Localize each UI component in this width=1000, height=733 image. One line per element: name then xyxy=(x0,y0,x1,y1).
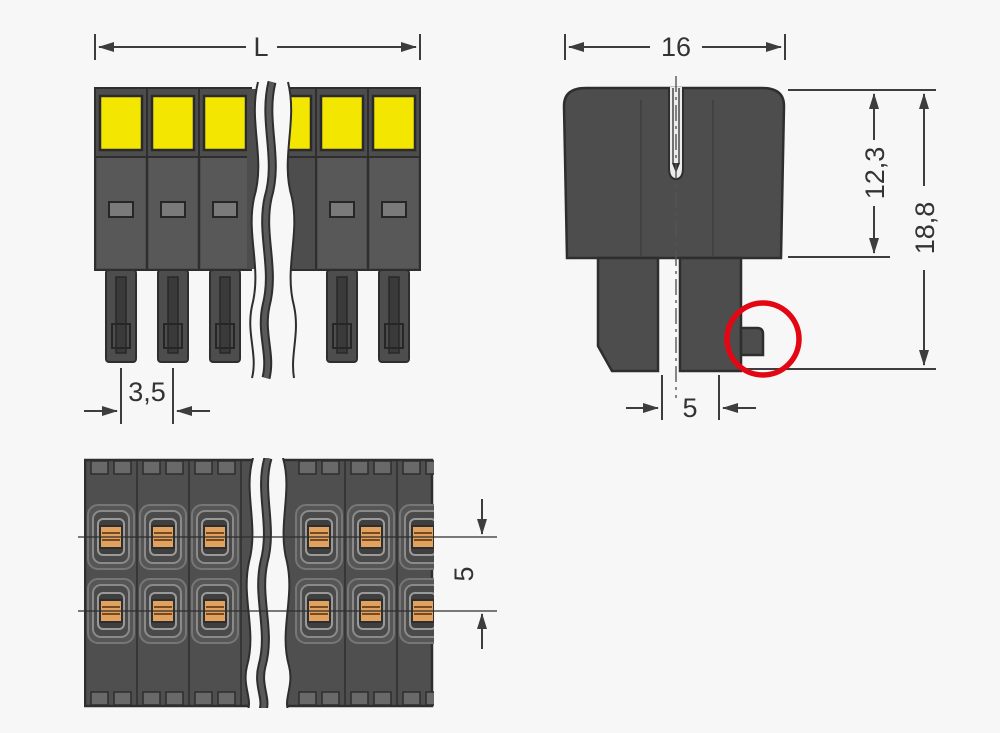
dim-label-pitch-front: 3,5 xyxy=(128,377,166,407)
actuation-slot xyxy=(668,87,684,181)
dim-label-overall-length: L xyxy=(253,32,268,62)
dim-overall-length: L xyxy=(94,32,421,62)
break-symbol-front xyxy=(249,80,297,380)
bottom-view: 5 xyxy=(78,458,497,708)
dim-pitch-front: 3,5 xyxy=(84,368,210,424)
dim-side-pitch: 5 xyxy=(626,375,756,423)
dim-heights: 12,3 18,8 xyxy=(745,89,940,370)
highlight-circle xyxy=(724,300,802,378)
front-view: L 3,5 xyxy=(84,32,422,424)
side-view: 16 12,3 18,8 xyxy=(562,32,940,423)
latch xyxy=(739,326,765,357)
dim-label-side-width: 16 xyxy=(661,32,691,62)
dim-row-spacing: 5 xyxy=(449,499,487,649)
dim-label-height-total: 18,8 xyxy=(910,202,940,255)
dim-side-width: 16 xyxy=(564,32,786,62)
break-symbol-bottom xyxy=(244,458,292,708)
dim-label-height-upper: 12,3 xyxy=(860,147,890,200)
left-leg xyxy=(596,256,660,373)
dim-label-side-pitch: 5 xyxy=(682,393,697,423)
dim-label-row-spacing: 5 xyxy=(449,566,479,581)
